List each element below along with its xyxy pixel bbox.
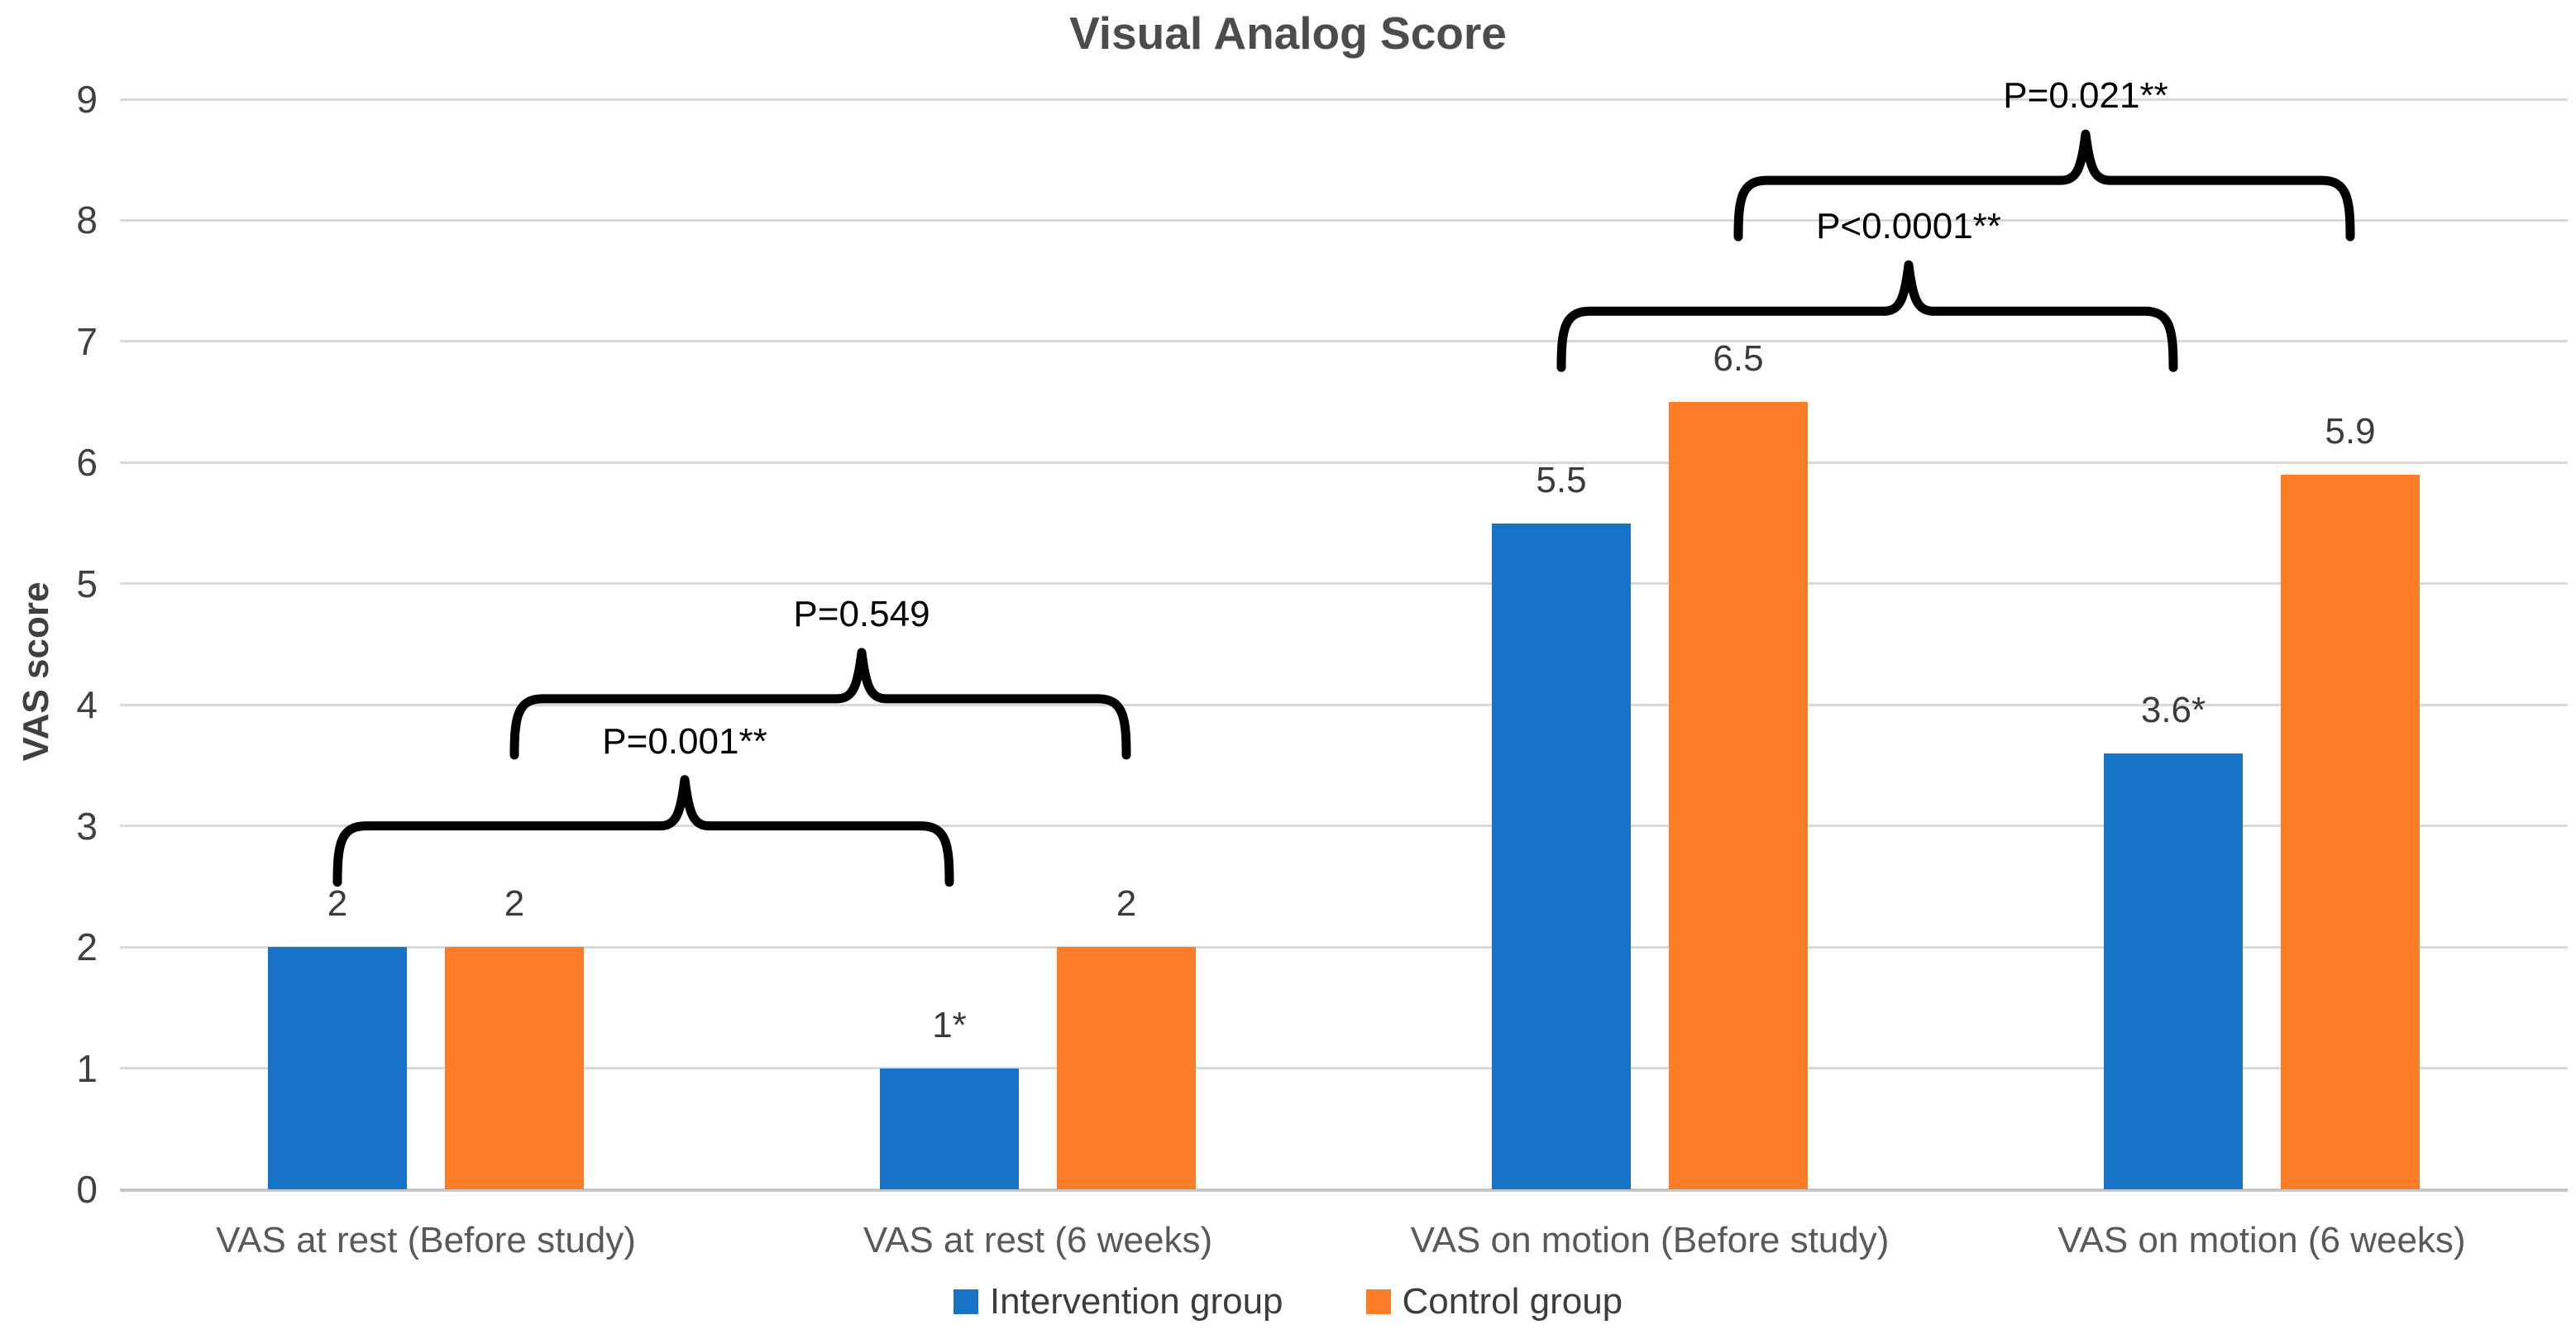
y-tick-label: 1 [76,1046,98,1090]
bar-value-label: 6.5 [1713,338,1764,380]
p-value-label: P<0.0001** [1816,206,2001,247]
significance-bracket [332,775,954,887]
bar-intervention-group [880,1068,1019,1189]
bar-control-group [445,947,584,1189]
bar-intervention-group [2104,753,2243,1189]
bar-intervention-group [1492,523,1631,1189]
bar-control-group [2281,474,2420,1189]
significance-bracket [1556,260,2178,372]
bar-intervention-group [268,947,407,1189]
bar-value-label: 1* [932,1004,967,1045]
bar-control-group [1669,402,1808,1189]
y-tick-label: 3 [76,804,98,848]
gridline [120,98,2568,101]
bar-value-label: 3.6* [2140,689,2206,730]
legend-item-control-group: Control group [1365,1280,1623,1323]
chart-title: Visual Analog Score [1069,7,1507,59]
gridline [120,703,2568,706]
bar-value-label: 2 [327,883,348,925]
legend-item-intervention-group: Intervention group [953,1280,1283,1323]
category-label: VAS at rest (6 weeks) [863,1220,1213,1260]
y-tick-label: 8 [76,198,98,242]
legend-swatch [953,1289,978,1314]
gridline [120,945,2568,949]
bar-value-label: 2 [504,883,525,925]
category-label: VAS on motion (Before study) [1410,1220,1890,1260]
gridline [120,340,2568,343]
bar-control-group [1057,947,1196,1189]
y-tick-label: 2 [76,925,98,969]
legend: Intervention group Control group [0,1280,2576,1323]
y-tick-label: 9 [76,78,98,121]
gridline [120,582,2568,586]
y-tick-label: 5 [76,562,98,605]
gridline [120,461,2568,464]
gridline [120,1067,2568,1070]
x-axis-line [120,1188,2568,1192]
p-value-label: P=0.549 [793,593,930,634]
category-label: VAS at rest (Before study) [216,1220,636,1260]
bar-value-label: 5.5 [1536,459,1587,500]
y-tick-label: 4 [76,683,98,727]
category-label: VAS on motion (6 weeks) [2057,1220,2466,1260]
y-tick-label: 6 [76,441,98,485]
y-tick-label: 0 [76,1168,98,1211]
legend-label: Control group [1402,1281,1623,1322]
gridline [120,825,2568,828]
y-axis-title: VAS score [16,581,56,762]
bar-value-label: 5.9 [2325,410,2376,452]
bar-value-label: 2 [1116,883,1137,925]
gridline [120,218,2568,222]
legend-swatch [1365,1289,1391,1314]
y-tick-label: 7 [76,319,98,363]
p-value-label: P=0.001** [602,720,767,762]
p-value-label: P=0.021** [2003,75,2168,117]
legend-label: Intervention group [989,1281,1283,1322]
